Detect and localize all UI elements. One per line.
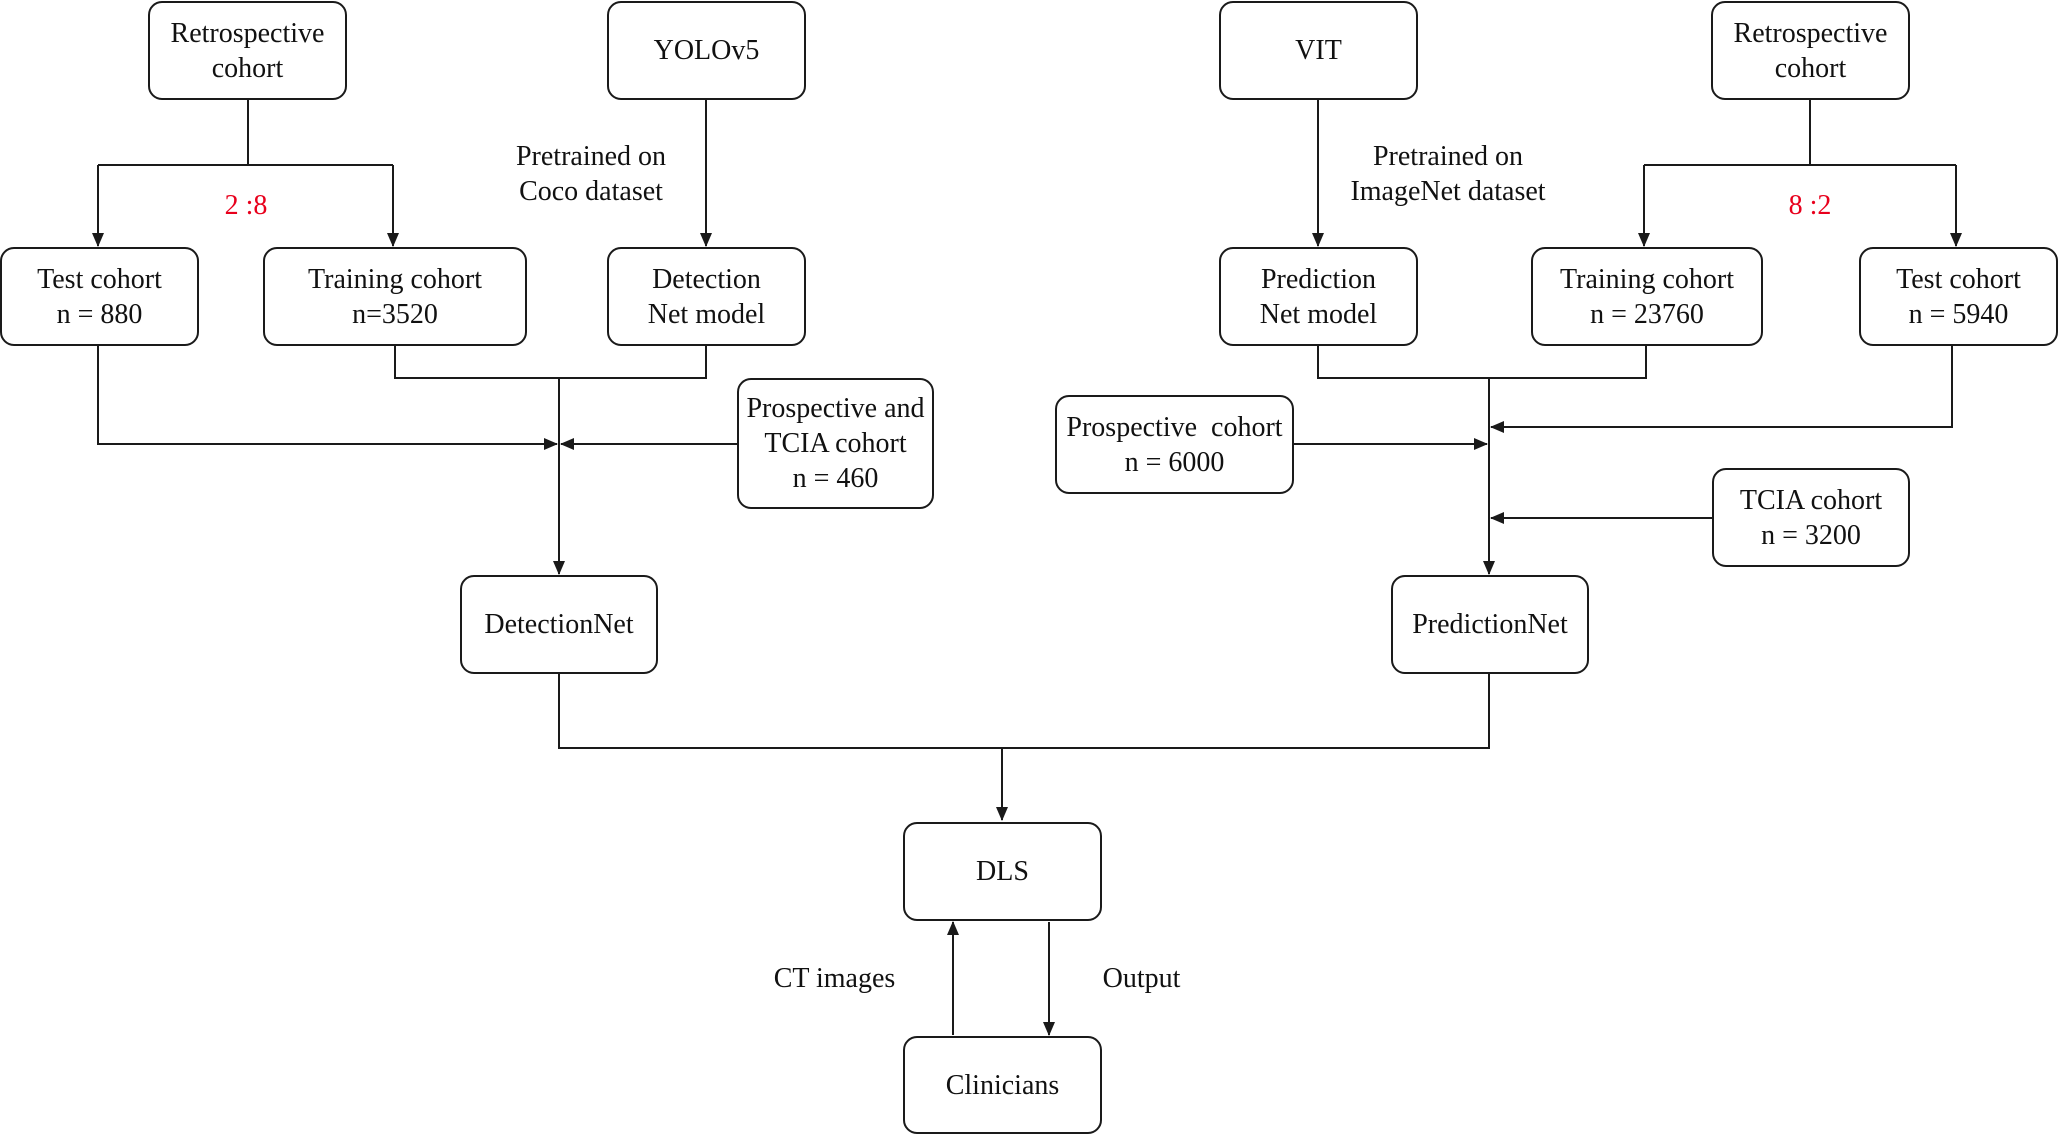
training-cohort-box-left: Training cohort n=3520 — [263, 247, 527, 346]
predictionnet-label: PredictionNet — [1412, 609, 1568, 640]
prospective-cohort-count: n = 6000 — [1124, 446, 1225, 478]
tcia-cohort-box: TCIA cohort n = 3200 — [1712, 468, 1910, 567]
tcia-cohort-count: n = 3200 — [1761, 519, 1861, 551]
net-model-label: Net model — [1259, 298, 1378, 330]
detectionnet-box: DetectionNet — [460, 575, 658, 674]
training-cohort-label: Training cohort — [308, 263, 482, 295]
note-line-2: Coco dataset — [519, 176, 663, 207]
retrospective-cohort-box-right: Retrospective cohort — [1711, 1, 1910, 100]
split-line-left — [98, 100, 393, 166]
split-ratio-right: 8 :2 — [1788, 190, 1832, 221]
retrospective-label: Retrospective — [1733, 17, 1888, 49]
prediction-net-model-box: Prediction Net model — [1219, 247, 1418, 346]
output-label: Output — [1102, 963, 1181, 994]
arrow-test-to-trunk-right — [1490, 346, 1953, 433]
prospective-cohort-box: Prospective cohort n = 6000 — [1055, 395, 1294, 494]
test-cohort-box-right: Test cohort n = 5940 — [1859, 247, 2058, 346]
test-cohort-box-left: Test cohort n = 880 — [0, 247, 199, 346]
pretrained-imagenet-note: Pretrained on ImageNet dataset — [1338, 139, 1558, 209]
split-ratio-left: 2 :8 — [224, 190, 268, 221]
yolov5-label: YOLOv5 — [653, 35, 760, 66]
vit-box: VIT — [1219, 1, 1418, 100]
yolov5-box: YOLOv5 — [607, 1, 806, 100]
test-cohort-count: n = 880 — [56, 298, 143, 330]
note-line-1: Pretrained on — [515, 141, 667, 172]
tcia-cohort-label: TCIA cohort — [1739, 484, 1883, 516]
detectionnet-label: DetectionNet — [484, 609, 634, 640]
merge-line-bottom — [558, 674, 1490, 749]
prediction-label: Prediction — [1260, 263, 1377, 295]
detection-label: Detection — [652, 263, 761, 295]
pretrained-coco-note: Pretrained on Coco dataset — [503, 139, 679, 209]
training-cohort-count: n=3520 — [352, 298, 438, 330]
training-cohort-box-right: Training cohort n = 23760 — [1531, 247, 1763, 346]
predictionnet-box: PredictionNet — [1391, 575, 1589, 674]
tcia-cohort-count: n = 460 — [792, 463, 879, 494]
merge-line-left — [394, 346, 707, 379]
prospective-cohort-label: Prospective cohort — [1066, 411, 1283, 443]
note-line-2: ImageNet dataset — [1350, 176, 1546, 207]
training-cohort-label: Training cohort — [1560, 263, 1734, 295]
vit-label: VIT — [1295, 35, 1342, 66]
retrospective-label: Retrospective — [170, 17, 325, 49]
merge-line-right — [1317, 346, 1647, 379]
detection-net-model-box: Detection Net model — [607, 247, 806, 346]
split-line-right — [1644, 100, 1956, 166]
net-model-label: Net model — [647, 298, 766, 330]
dls-box: DLS — [903, 822, 1102, 921]
arrow-test-to-trunk — [97, 346, 558, 450]
cohort-label: cohort — [211, 52, 284, 84]
prospective-and-label: Prospective and — [746, 393, 925, 424]
prospective-tcia-cohort-box: Prospective and TCIA cohort n = 460 — [737, 378, 934, 509]
test-cohort-label: Test cohort — [37, 263, 162, 295]
clinicians-box: Clinicians — [903, 1036, 1102, 1134]
training-cohort-count: n = 23760 — [1590, 298, 1704, 330]
dls-label: DLS — [976, 856, 1029, 887]
test-cohort-count: n = 5940 — [1908, 298, 2009, 330]
ct-images-label: CT images — [773, 963, 896, 994]
cohort-label: cohort — [1774, 52, 1847, 84]
note-line-1: Pretrained on — [1372, 141, 1524, 172]
test-cohort-label: Test cohort — [1896, 263, 2021, 295]
retrospective-cohort-box-left: Retrospective cohort — [148, 1, 347, 100]
clinicians-label: Clinicians — [945, 1069, 1060, 1101]
tcia-cohort-label: TCIA cohort — [764, 428, 907, 459]
